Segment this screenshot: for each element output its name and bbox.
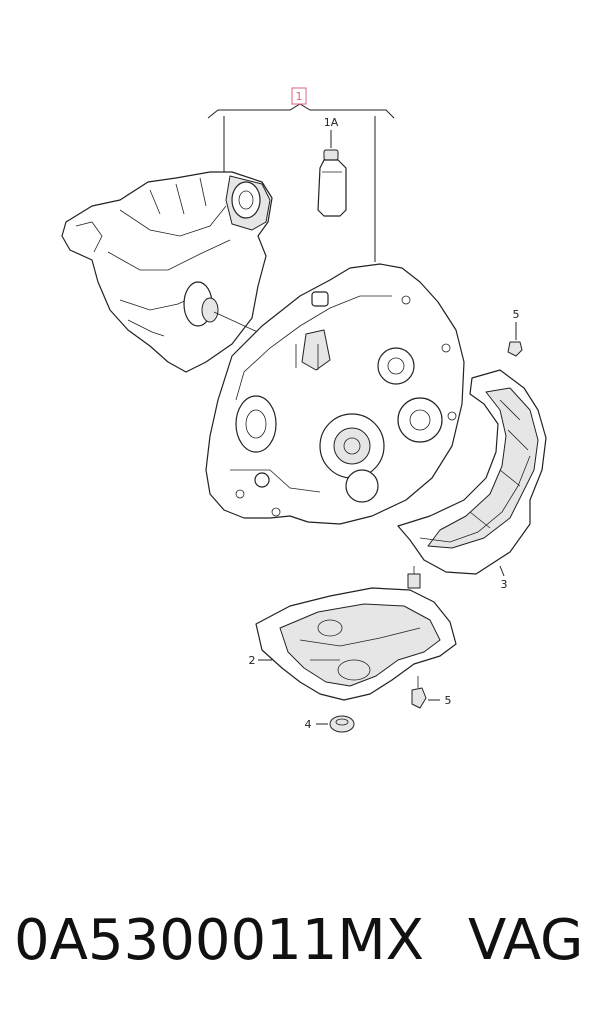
grommet-part-4[interactable]: 4 xyxy=(305,715,355,733)
gearbox-housing[interactable] xyxy=(205,263,465,525)
callout-1-box[interactable] xyxy=(291,87,307,105)
callout-1a-label: 1A xyxy=(324,116,339,129)
brand-text: VAG xyxy=(468,908,584,973)
bolt-part-5-lower[interactable]: 5 xyxy=(411,676,452,709)
caption-bar: 0A5300011MX VAG xyxy=(0,896,600,986)
underbody-shield-part-2[interactable]: 2 xyxy=(249,566,457,701)
bolt-part-5-upper[interactable]: 5 xyxy=(507,308,523,357)
callout-5-upper-label: 5 xyxy=(513,308,520,321)
callout-1-label: 1 xyxy=(296,90,303,103)
heat-shield-part-3[interactable]: 3 xyxy=(397,369,547,591)
callout-3-label: 3 xyxy=(501,578,508,591)
oil-bottle-part-1a[interactable]: 1A xyxy=(317,116,347,217)
callout-2-label: 2 xyxy=(249,654,256,667)
callout-4-label: 4 xyxy=(305,718,312,731)
part-number-text: 0A5300011MX xyxy=(14,908,425,973)
transfer-case[interactable] xyxy=(61,171,273,373)
exploded-parts-diagram: 1 1A xyxy=(61,87,547,733)
callout-5-lower-label: 5 xyxy=(445,694,452,707)
callout-1-bracket: 1 xyxy=(207,87,395,262)
